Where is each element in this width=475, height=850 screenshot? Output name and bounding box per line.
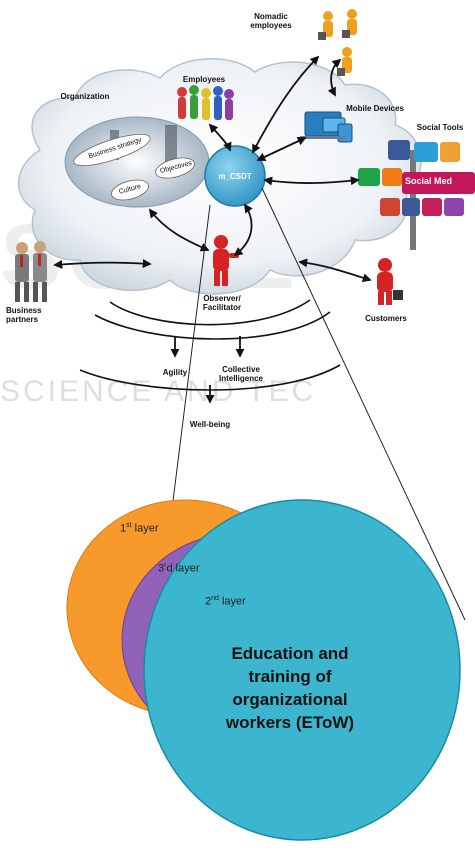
employees-group-icon	[177, 85, 234, 120]
m-csdt-label: m_CSDT	[218, 172, 252, 181]
watermark-small: SCIENCE AND TEC	[0, 375, 317, 408]
layer-2-circle	[143, 499, 461, 841]
agility-label: Agility	[162, 368, 188, 377]
bubble-culture	[111, 179, 149, 201]
funnel-arcs	[79, 299, 341, 391]
social-tools-label: Social Tools	[416, 123, 464, 132]
relationship-arrows	[53, 55, 372, 404]
organization-circle	[64, 116, 210, 208]
organization-label: Organization	[60, 92, 110, 101]
bubble-objectives	[155, 157, 195, 179]
observer-label: Observer/Facilitator	[202, 294, 242, 312]
business-partners-icon	[15, 241, 47, 302]
layer-circles	[66, 499, 461, 841]
social-tools-icon	[358, 140, 475, 250]
customer-icon	[377, 258, 403, 305]
employees-label: Employees	[182, 75, 226, 84]
social-media-label: Social Med	[405, 176, 453, 186]
layer-2-label: 2nd layer	[205, 595, 246, 608]
layer-1-label: 1st layer	[120, 522, 159, 535]
etow-text: Education and training of organizational…	[225, 644, 355, 732]
observer-icon	[213, 235, 239, 286]
bubble-strategy	[73, 134, 151, 166]
layer-3-label: 3rd layer	[158, 562, 200, 575]
mobile-devices-label: Mobile Devices	[346, 104, 404, 113]
customers-label: Customers	[365, 314, 407, 323]
wellbeing-label: Well-being	[189, 420, 231, 429]
nomadic-employees-icon	[318, 9, 357, 76]
